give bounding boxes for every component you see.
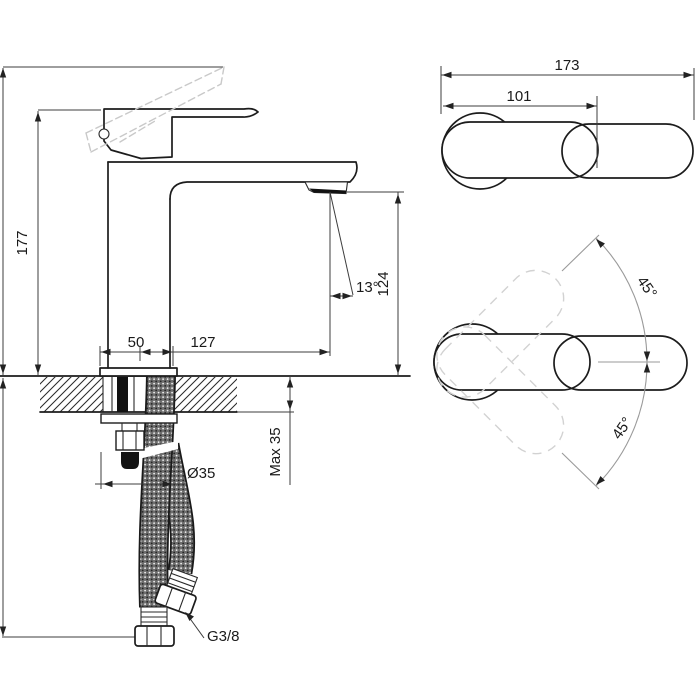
locknut-assembly (100, 413, 178, 469)
hose-left-connector (134, 606, 175, 647)
side-view: 177 (0, 66, 411, 647)
dimension-spout-length: 101 (443, 88, 598, 168)
top-view: 173 101 (440, 57, 695, 190)
dimension-hose-length (0, 378, 136, 638)
threaded-stud (117, 377, 128, 412)
washer-plate (100, 413, 178, 424)
shank-lines (111, 377, 135, 412)
spout-ghost-up (436, 269, 565, 398)
hose-break-symbol (139, 441, 178, 459)
label-spout-reach: 127 (190, 334, 215, 351)
label-total-length: 173 (554, 57, 579, 74)
spout-ghost-down (436, 326, 565, 455)
dimension-base-width-and-reach: 50 127 (99, 334, 330, 366)
mounting-shank (111, 377, 135, 412)
counter-cross-section (0, 375, 411, 413)
handle-raised-ghost (85, 66, 225, 153)
spout-outline (107, 161, 358, 200)
spout-body-top (441, 121, 599, 179)
thread-callout: G3/8 (182, 609, 240, 645)
label-swivel-down: 45° (609, 414, 636, 442)
hex-nut-left (134, 625, 175, 647)
stud-hex (115, 430, 145, 451)
label-hole-diameter: Ø35 (187, 465, 215, 482)
deck-hatch-left (40, 377, 103, 412)
dimension-stream-angle: 13° (329, 191, 379, 356)
ferrule-left-ridges (141, 611, 167, 623)
dimension-hole-diameter: Ø35 (95, 452, 215, 489)
aerator-outlet-band (309, 188, 346, 194)
hose-left (140, 373, 175, 608)
handle-pivot-dot (98, 128, 110, 140)
base-plate (99, 367, 178, 377)
dimension-deck-thickness: Max 35 (267, 376, 294, 485)
stud-hex-facets (122, 431, 137, 450)
stud-lines (121, 423, 138, 431)
handle-lever (103, 107, 259, 160)
label-connection-thread: G3/8 (207, 628, 240, 645)
hex-nut-right-facets (165, 587, 187, 612)
handle-top (561, 123, 694, 179)
dimension-spout-height: 124 (347, 191, 404, 376)
handle-swivel (553, 335, 688, 391)
label-base-width: 50 (128, 334, 145, 351)
label-deck-thickness: Max 35 (267, 427, 284, 476)
stud-tip (121, 452, 139, 469)
label-stream-angle: 13° (356, 279, 379, 296)
label-spout-height: 124 (375, 271, 392, 296)
label-swivel-up: 45° (633, 273, 660, 301)
hex-nut-right (154, 583, 197, 616)
ferrule-right-ridges (167, 572, 196, 593)
deck-hatch-right (172, 377, 237, 412)
hose-right-connector (154, 567, 199, 616)
label-total-height: 177 (14, 230, 31, 255)
supply-hoses (134, 373, 199, 647)
dimension-total-height: 177 (14, 111, 42, 375)
faucet-body (85, 66, 358, 377)
dimension-total-length: 173 (440, 57, 695, 120)
swivel-view: 45° 45° (433, 234, 688, 490)
label-spout-length: 101 (506, 88, 531, 105)
hex-nut-left-facets (146, 626, 162, 646)
dimension-overall-raised (0, 68, 7, 375)
